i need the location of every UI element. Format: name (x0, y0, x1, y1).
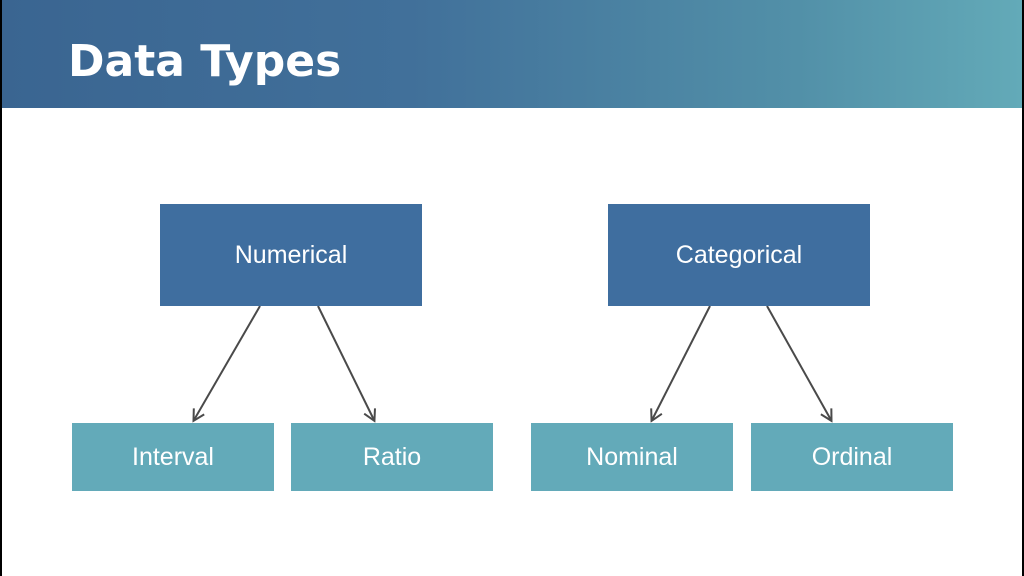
node-numerical: Numerical (160, 204, 422, 306)
node-categorical: Categorical (608, 204, 870, 306)
node-nominal: Nominal (531, 423, 733, 491)
arrow-categorical-to-nominal (652, 305, 711, 420)
node-label: Nominal (586, 442, 678, 471)
arrow-numerical-to-interval (194, 305, 261, 420)
node-interval: Interval (72, 423, 274, 491)
node-ordinal: Ordinal (751, 423, 953, 491)
node-label: Ordinal (811, 442, 893, 471)
node-label: Categorical (675, 240, 803, 269)
node-ratio: Ratio (291, 423, 493, 491)
node-label: Interval (132, 442, 214, 471)
title-banner: Data Types (2, 0, 1022, 108)
arrow-categorical-to-ordinal (766, 305, 831, 420)
node-label: Ratio (362, 442, 422, 471)
arrow-numerical-to-ratio (317, 305, 374, 420)
node-label: Numerical (234, 240, 348, 269)
slide-title: Data Types (68, 36, 342, 87)
